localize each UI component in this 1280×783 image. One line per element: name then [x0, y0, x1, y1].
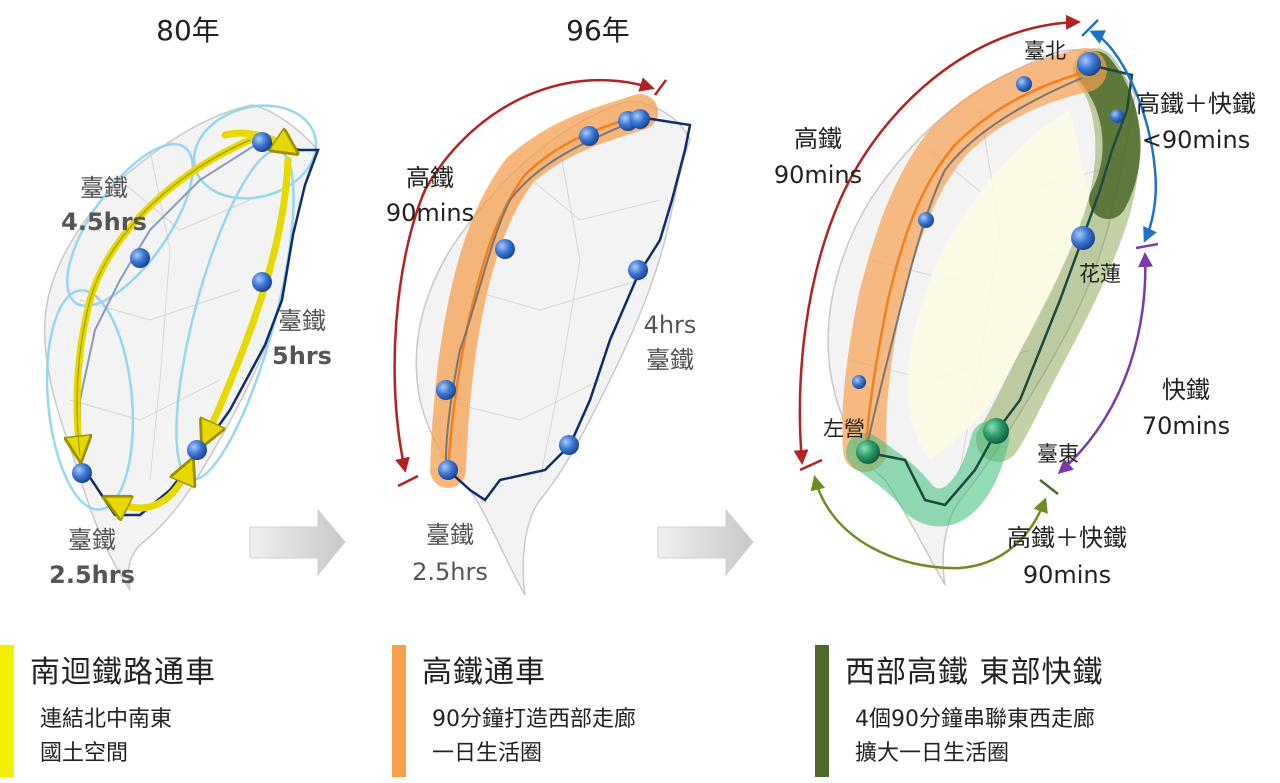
- station-dot: [252, 272, 272, 292]
- label-tra-east-line1: 臺鐵: [278, 307, 326, 335]
- label-south-tra-line2: 2.5hrs: [412, 558, 488, 586]
- caption-line: 4個90分鐘串聯東西走廊: [855, 707, 1095, 732]
- station-dot: [438, 460, 458, 480]
- caption-line: 一日生活圈: [432, 741, 543, 766]
- caption-description: 連結北中南東 國土空間: [40, 703, 172, 771]
- label-hsr-line2: 90mins: [386, 199, 474, 227]
- caption-heading: 高鐵通車: [422, 655, 546, 690]
- year-label-1: 80年: [156, 14, 220, 47]
- hsr-time-arrow: [393, 77, 655, 473]
- label-tra-east-line2: 5hrs: [272, 342, 332, 370]
- label-hsr-line1: 高鐵: [406, 164, 454, 192]
- station-dot: [1110, 109, 1124, 123]
- label-express-line2: 70mins: [1142, 412, 1230, 440]
- station-dot: [630, 109, 650, 129]
- transition-arrow-1: [249, 508, 346, 577]
- caption-hsr: 高鐵通車 90分鐘打造西部走廊 一日生活圈: [392, 645, 792, 777]
- color-bar-yellow: [0, 645, 14, 777]
- panel-future: 臺北 花蓮 左營 臺東 高鐵 90mins 高鐵＋快鐵 <90mins 快鐵 7…: [774, 14, 1256, 589]
- caption-east-west: 西部高鐵 東部快鐵 4個90分鐘串聯東西走廊 擴大一日生活圈: [815, 645, 1255, 777]
- city-label-taipei: 臺北: [1024, 39, 1066, 63]
- station-dot: [436, 380, 456, 400]
- station-dot: [495, 239, 515, 259]
- year-label-2: 96年: [566, 14, 630, 47]
- caption-line: 90分鐘打造西部走廊: [432, 707, 636, 732]
- label-ne-line1: 高鐵＋快鐵: [1136, 90, 1256, 118]
- caption-line: 國土空間: [40, 741, 129, 766]
- label-hsr3-line2: 90mins: [774, 161, 862, 189]
- label-south-link-line1: 高鐵＋快鐵: [1007, 524, 1127, 552]
- station-dot: [1071, 226, 1095, 250]
- caption-line: 連結北中南東: [40, 707, 173, 732]
- south-link-arrow: [810, 475, 1048, 570]
- station-dot: [1077, 52, 1101, 76]
- taiwan-rail-diagram: 80年 臺鐵 4.5hrs 臺鐵 5hrs 臺鐵 2.5hrs: [43, 14, 1256, 596]
- label-tra-north-line2: 4.5hrs: [61, 208, 147, 236]
- station-dot: [856, 440, 880, 464]
- color-bar-orange: [392, 645, 406, 777]
- caption-description: 4個90分鐘串聯東西走廊 擴大一日生活圈: [855, 703, 1095, 771]
- station-dot: [187, 440, 207, 460]
- label-east-tra-line1: 4hrs: [644, 311, 697, 339]
- caption-description: 90分鐘打造西部走廊 一日生活圈: [432, 703, 636, 771]
- caption-heading: 南迴鐵路通車: [30, 655, 216, 690]
- station-dot: [130, 248, 150, 268]
- city-label-hualien: 花蓮: [1079, 262, 1121, 286]
- north-east-arrow: [1089, 30, 1158, 243]
- color-bar-green: [815, 645, 829, 777]
- label-east-tra-line2: 臺鐵: [646, 346, 694, 374]
- panel-1980: 80年 臺鐵 4.5hrs 臺鐵 5hrs 臺鐵 2.5hrs: [43, 14, 332, 591]
- station-dot: [852, 375, 866, 389]
- transition-arrow-2: [657, 508, 754, 577]
- label-ne-line2: <90mins: [1142, 126, 1250, 154]
- station-dot: [579, 126, 599, 146]
- caption-south-link: 南迴鐵路通車 連結北中南東 國土空間: [0, 645, 380, 777]
- caption-heading: 西部高鐵 東部快鐵: [845, 655, 1104, 690]
- station-dot: [983, 418, 1009, 444]
- station-dot: [1016, 76, 1032, 92]
- label-express-line1: 快鐵: [1162, 376, 1210, 404]
- city-label-zuoying: 左營: [823, 417, 865, 441]
- yellow-route-south: [110, 465, 190, 508]
- hsr-time-arrow-3: [793, 14, 1081, 465]
- label-tra-south-line2: 2.5hrs: [49, 561, 135, 589]
- label-tra-north-line1: 臺鐵: [80, 174, 128, 202]
- caption-line: 擴大一日生活圈: [855, 741, 1010, 766]
- station-dot: [628, 260, 648, 280]
- label-south-tra-line1: 臺鐵: [426, 521, 474, 549]
- station-dot: [72, 463, 92, 483]
- station-dot: [559, 435, 579, 455]
- label-south-link-line2: 90mins: [1023, 561, 1111, 589]
- station-dot: [252, 132, 272, 152]
- hualien-taitung-arrow: [1057, 252, 1154, 474]
- city-label-taitung: 臺東: [1037, 442, 1079, 466]
- label-tra-south-line1: 臺鐵: [68, 526, 116, 554]
- station-dot: [918, 212, 934, 228]
- panel-1996: 96年 高鐵 90mins 4hrs 臺鐵 臺鐵 2.5hrs: [386, 14, 697, 596]
- label-hsr3-line1: 高鐵: [794, 125, 842, 153]
